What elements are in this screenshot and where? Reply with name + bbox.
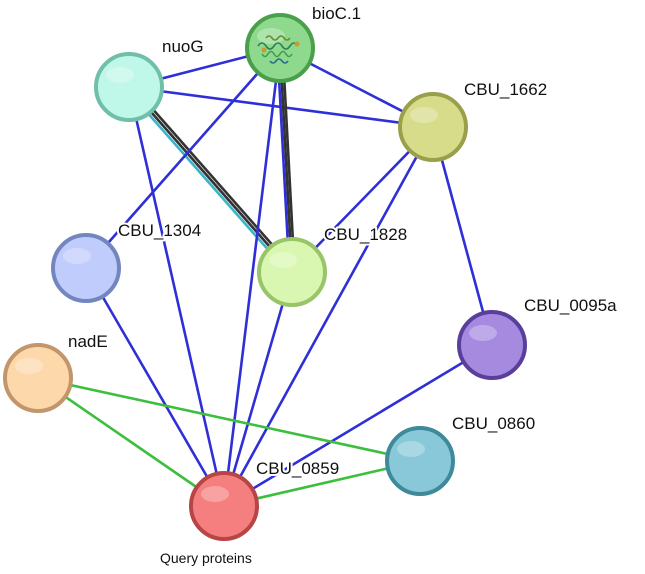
edge-strand	[276, 46, 291, 274]
edge-strand	[431, 125, 494, 347]
query-proteins-caption: Query proteins	[160, 550, 252, 566]
edge-bioC1-CBU_0859	[222, 46, 282, 508]
edge-strand	[84, 266, 226, 508]
edge-CBU_1828-CBU_0859	[222, 270, 294, 508]
node-CBU_0860[interactable]	[385, 426, 455, 496]
nodes-layer	[3, 13, 527, 541]
edge-strand	[84, 46, 282, 270]
node-circle	[245, 13, 315, 83]
node-CBU_0859[interactable]	[189, 471, 259, 541]
node-circle	[189, 471, 259, 541]
edge-strand	[222, 343, 494, 508]
edge-bioC1-CBU_1304	[84, 46, 282, 270]
node-highlight	[410, 107, 438, 123]
edge-strand	[222, 46, 282, 508]
node-highlight	[63, 248, 91, 264]
node-label-CBU_1662: CBU_1662	[464, 80, 547, 99]
node-nadE[interactable]	[3, 343, 73, 413]
edge-strand	[281, 46, 296, 274]
edge-strand	[36, 376, 422, 463]
protein-structure-icon	[257, 35, 300, 64]
edge-nuoG-CBU_1828	[125, 83, 296, 276]
node-CBU_1304[interactable]	[51, 233, 121, 303]
node-CBU_1828[interactable]	[257, 237, 327, 307]
node-label-CBU_0095a: CBU_0095a	[524, 296, 617, 315]
node-circle	[398, 92, 468, 162]
node-highlight	[397, 441, 425, 457]
node-circle	[257, 237, 327, 307]
node-circle	[51, 233, 121, 303]
node-label-bioC1: bioC.1	[312, 4, 361, 23]
edge-bioC1-CBU_1828	[276, 46, 296, 274]
node-label-CBU_1828: CBU_1828	[324, 225, 407, 244]
edge-strand	[278, 46, 294, 274]
node-circle	[385, 426, 455, 496]
node-CBU_0095a[interactable]	[457, 310, 527, 380]
node-highlight	[269, 252, 297, 268]
edge-strand	[127, 85, 226, 508]
edge-nadE-CBU_0859	[36, 376, 226, 508]
edge-nuoG-CBU_0859	[127, 85, 226, 508]
node-CBU_1662[interactable]	[398, 92, 468, 162]
edge-CBU_0095a-CBU_0859	[222, 343, 494, 508]
edge-CBU_1662-CBU_0859	[222, 125, 435, 508]
edge-strand	[125, 87, 291, 276]
node-circle	[457, 310, 527, 380]
node-label-CBU_0859: CBU_0859	[256, 459, 339, 478]
edge-CBU_1304-CBU_0859	[84, 266, 226, 508]
node-highlight	[106, 67, 134, 83]
node-nuoG[interactable]	[94, 52, 164, 122]
edge-CBU_1662-CBU_0095a	[431, 125, 494, 347]
node-highlight	[15, 358, 43, 374]
node-circle	[94, 52, 164, 122]
edge-strand	[36, 376, 226, 508]
edge-strand	[222, 125, 435, 508]
edge-strand	[222, 270, 294, 508]
node-highlight	[201, 486, 229, 502]
node-label-nuoG: nuoG	[162, 37, 204, 56]
edge-strand	[127, 85, 294, 274]
edges-layer	[36, 46, 494, 508]
node-label-CBU_1304: CBU_1304	[118, 221, 201, 240]
node-circle	[3, 343, 73, 413]
edge-strand	[130, 83, 296, 272]
node-highlight	[469, 325, 497, 341]
node-bioC1[interactable]	[245, 13, 315, 83]
node-label-nadE: nadE	[68, 332, 108, 351]
node-label-CBU_0860: CBU_0860	[452, 414, 535, 433]
edge-nadE-CBU_0860	[36, 376, 422, 463]
